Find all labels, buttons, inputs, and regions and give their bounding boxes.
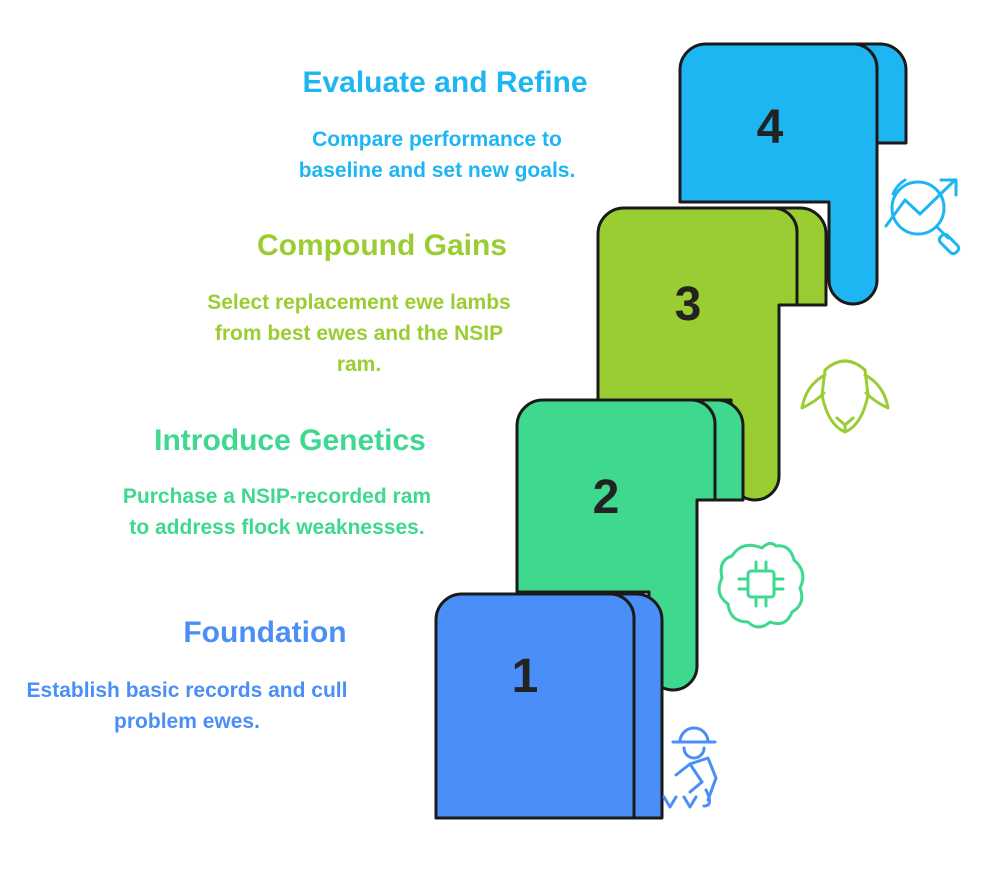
step-1-title: Foundation (183, 616, 347, 649)
step-3-title: Compound Gains (257, 229, 507, 262)
step-2-number: 2 (593, 471, 620, 524)
step-1-description: Establish basic records and cull problem… (26, 679, 348, 733)
step-4-scroll: 4 (678, 42, 908, 306)
step-1-scroll: 1 (434, 592, 664, 820)
analytics-magnifier-icon (884, 178, 961, 256)
step-1-number: 1 (512, 650, 539, 703)
step-4-curl (854, 42, 879, 143)
sheep-head-icon (800, 359, 890, 434)
step-3-description: Select replacement ewe lambs from best e… (207, 291, 511, 376)
step-1-curl (611, 592, 636, 818)
step-3-number: 3 (675, 278, 702, 331)
farmer-planting-icon (640, 726, 718, 809)
step-3-curl (774, 206, 799, 305)
step-2-title: Introduce Genetics (154, 424, 426, 457)
step-4-description: Compare performance to baseline and set … (298, 128, 576, 182)
step-2-description: Purchase a NSIP-recorded ram to address … (122, 485, 432, 539)
brain-chip-icon (717, 541, 805, 629)
step-4-shape (678, 42, 908, 306)
step-2-curl (692, 398, 717, 500)
step-1-shape (434, 592, 664, 820)
step-4-title: Evaluate and Refine (302, 66, 588, 99)
step-4-number: 4 (757, 101, 784, 154)
